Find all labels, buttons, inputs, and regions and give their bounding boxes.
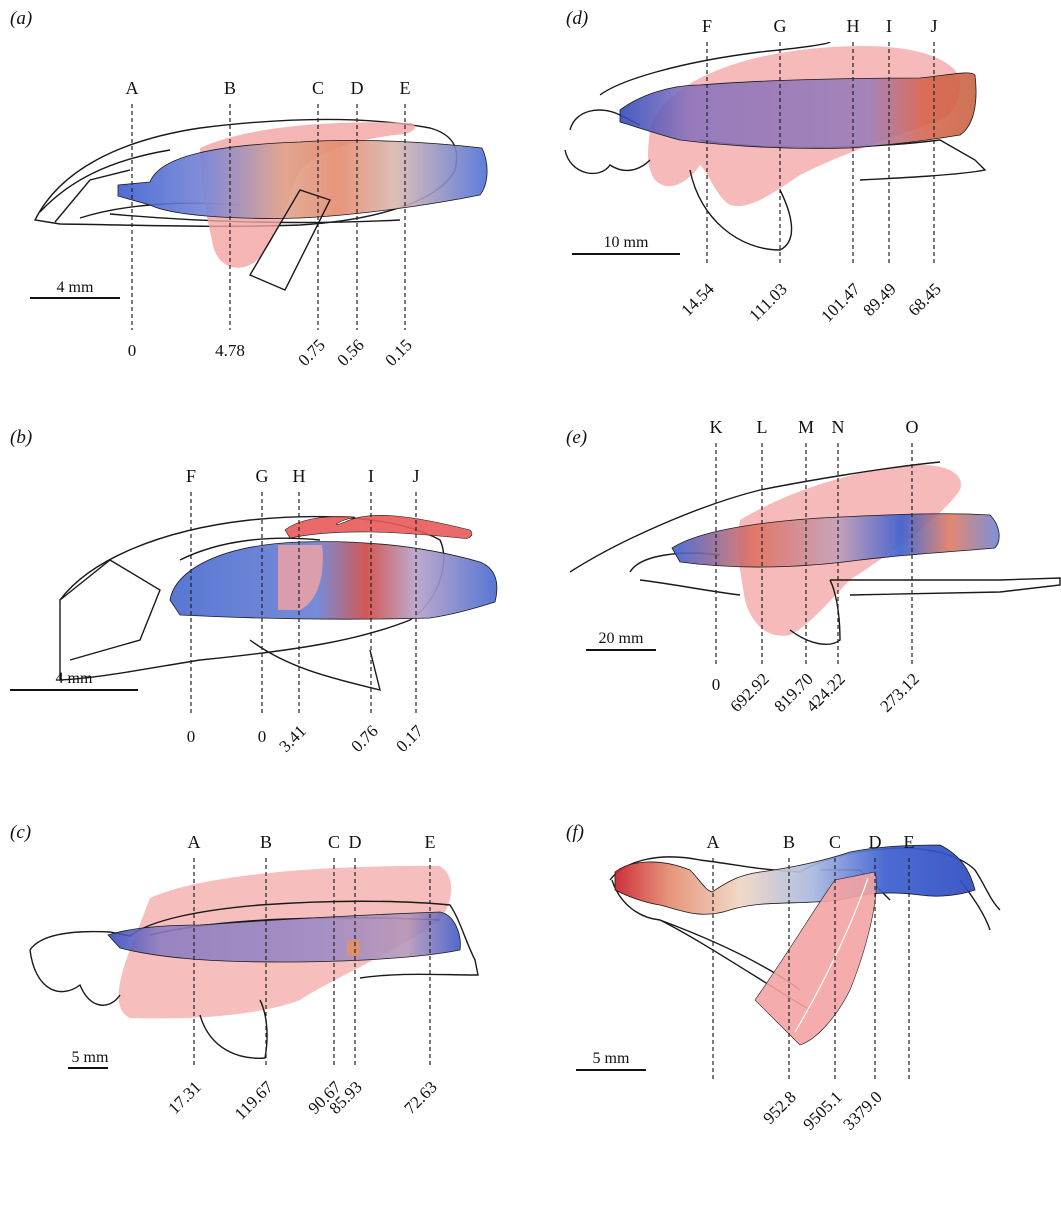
- muscle-heatmap-surface: [170, 542, 497, 620]
- scale-bar: 20 mm: [586, 630, 656, 650]
- section-letter: F: [702, 16, 712, 36]
- section-letter: E: [904, 832, 915, 852]
- section-value: 89.49: [859, 279, 899, 319]
- section-value: 0: [128, 341, 137, 360]
- section-value: 0: [712, 675, 721, 694]
- section-letter: C: [328, 832, 340, 852]
- panel-b: (b) 4 mm F 0 G 0 H 3.41 I 0.76 J 0.17: [10, 427, 497, 756]
- scale-bar-label: 5 mm: [72, 1049, 109, 1066]
- section-letter: M: [798, 417, 814, 437]
- section-value: 273.12: [876, 669, 922, 715]
- scale-bar: 10 mm: [572, 234, 680, 254]
- section-letter: A: [188, 832, 201, 852]
- panel-label: (f): [566, 822, 584, 843]
- section-letter: C: [312, 78, 324, 98]
- section-value: 0.17: [392, 721, 427, 756]
- muscle-heatmap-surface: [615, 845, 975, 914]
- section-letter: G: [774, 16, 787, 36]
- panel-label: (a): [10, 8, 32, 29]
- scale-bar-label: 5 mm: [593, 1050, 630, 1067]
- section-value: 0.56: [333, 335, 367, 369]
- section-letter: N: [832, 417, 845, 437]
- section-value: 4.78: [215, 341, 245, 360]
- panel-label: (d): [566, 8, 588, 29]
- section-value: 14.54: [677, 279, 718, 320]
- muscle-heatmap-surface: [118, 140, 487, 218]
- section-letter: J: [930, 16, 937, 36]
- section-value: 0: [258, 727, 267, 746]
- section-letter: K: [710, 417, 723, 437]
- section-value: 0.15: [381, 335, 415, 369]
- scale-bar: 5 mm: [68, 1049, 109, 1068]
- panel-a: (a) 4 mm A 0 B 4.78 C 0.75 D 0.56 E 0.15: [10, 8, 487, 370]
- section-value: 0: [187, 727, 196, 746]
- section-value: 111.03: [745, 279, 791, 325]
- section-value: 72.63: [400, 1077, 440, 1117]
- section-value: 3.41: [275, 721, 309, 755]
- muscle-heatmap-surface: [672, 514, 999, 567]
- panel-f: (f) 5 mm A B 952.8 C 9505.1 D 3379.0 E: [566, 822, 1000, 1134]
- section-letter: D: [869, 832, 882, 852]
- section-value: 952.8: [759, 1087, 799, 1127]
- section-letter: B: [783, 832, 795, 852]
- section-letter: H: [293, 466, 306, 486]
- scale-bar: 4 mm: [30, 279, 120, 298]
- scale-bar: 5 mm: [576, 1050, 646, 1070]
- section-letter: F: [186, 466, 196, 486]
- scale-bar-label: 4 mm: [57, 279, 94, 296]
- section-letter: O: [906, 417, 919, 437]
- section-letter: D: [349, 832, 362, 852]
- section-letter: I: [368, 466, 374, 486]
- section-value: 101.47: [817, 279, 864, 326]
- panel-d: (d) 10 mm F 14.54 G 111.03 H 101.47 I 89.49 J 68.…: [565, 8, 985, 326]
- section-value: 0.75: [294, 335, 328, 369]
- section-letter: E: [425, 832, 436, 852]
- section-letter: D: [351, 78, 364, 98]
- section-letter: L: [757, 417, 768, 437]
- panel-label: (c): [10, 822, 31, 843]
- section-letter: I: [886, 16, 892, 36]
- scale-bar-label: 10 mm: [604, 234, 649, 251]
- section-letter: B: [260, 832, 272, 852]
- section-letter: A: [707, 832, 720, 852]
- section-letter: G: [256, 466, 269, 486]
- muscle-heatmap-surface: [620, 73, 976, 149]
- section-value: 3379.0: [839, 1087, 885, 1133]
- section-letter: B: [224, 78, 236, 98]
- section-letter: J: [412, 466, 419, 486]
- section-value: 68.45: [904, 279, 944, 319]
- section-value: 692.92: [726, 669, 772, 715]
- scale-bar-label: 20 mm: [599, 630, 644, 647]
- temporalis-muscle: [285, 515, 472, 538]
- section-value: 9505.1: [799, 1087, 845, 1133]
- section-letter: A: [126, 78, 139, 98]
- panel-label: (b): [10, 427, 32, 448]
- section-letter: C: [829, 832, 841, 852]
- section-letter: E: [400, 78, 411, 98]
- section-value: 17.31: [164, 1077, 204, 1117]
- panel-label: (e): [566, 427, 587, 448]
- section-value: 119.67: [231, 1077, 277, 1123]
- scale-bar-label: 4 mm: [56, 670, 93, 687]
- section-letter: H: [847, 16, 860, 36]
- section-value: 0.76: [347, 721, 381, 755]
